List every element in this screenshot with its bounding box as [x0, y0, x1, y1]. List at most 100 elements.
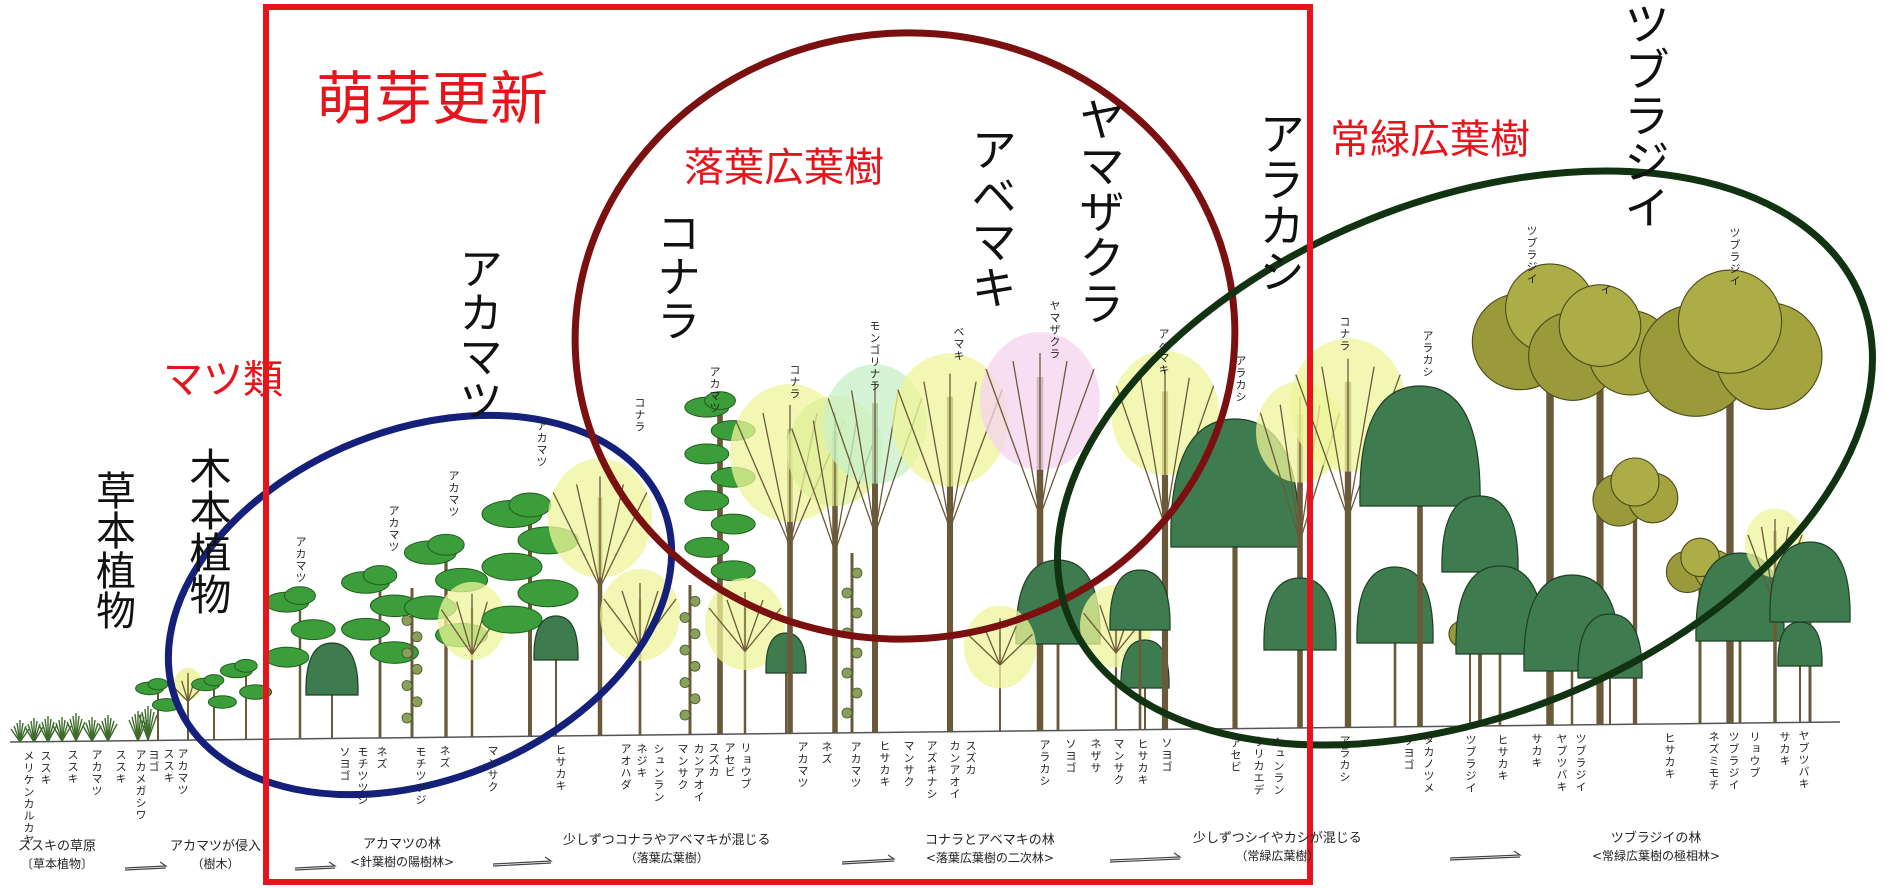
- tree-grass: [52, 717, 72, 742]
- canopy-label: コナラ: [633, 397, 646, 433]
- stage-sub: （落葉広葉樹）: [624, 850, 709, 865]
- stage-caption: ツブラジイの林 <常緑広葉樹の極相林>: [1592, 830, 1720, 864]
- species-label: シュンラン: [652, 743, 665, 803]
- tree-dark: [305, 642, 359, 738]
- stage-main: ツブラジイの林: [1610, 831, 1702, 846]
- canopy-label: アカマツ: [294, 536, 307, 584]
- species-label: アラカシ: [1038, 739, 1051, 787]
- tree-pine: [341, 565, 419, 738]
- tree-pine: [191, 674, 237, 740]
- species-label: ウリカエデ: [1252, 736, 1265, 796]
- stage-sub: （樹木）: [191, 856, 240, 871]
- tree-olive: [1639, 269, 1823, 723]
- ground-line: [9, 721, 1841, 743]
- canopy-label: モンゴリナラ: [868, 320, 881, 392]
- stage-caption: アカマツの林 <針葉樹の陽樹林>: [350, 836, 454, 870]
- canopy-label: アラカシ: [1234, 355, 1247, 403]
- evergreen-group-label: 常緑広葉樹: [1330, 117, 1530, 163]
- species-label: ツブラジイ: [1727, 731, 1740, 791]
- pine-group-ellipse: [164, 411, 676, 799]
- tree-dark: [533, 615, 579, 736]
- species-label: サカキ: [1778, 731, 1791, 767]
- stage-caption: アカマツが侵入 （樹木）: [170, 838, 261, 872]
- tree-grass: [66, 713, 86, 742]
- arrow-1: [124, 861, 168, 871]
- tree-bare: [600, 569, 680, 735]
- species-label: ヒサカキ: [554, 744, 567, 792]
- tree-stick: [841, 553, 863, 733]
- species-label: カンアオイ: [692, 743, 705, 803]
- species-label: シュンラン: [1272, 736, 1285, 796]
- canopy-label: アベマキ: [1157, 328, 1170, 376]
- species-label: アズキナシ: [925, 740, 938, 800]
- tree-dark: [1356, 566, 1434, 727]
- arrow-3: [492, 856, 553, 867]
- canopy-label: ツブラジイ: [1525, 225, 1538, 285]
- canopy-label: イ: [1599, 284, 1612, 296]
- stage-main: アカマツの林: [363, 837, 442, 852]
- konara-big-label: コナラ: [649, 210, 700, 342]
- species-label: アカマツ: [796, 741, 809, 789]
- species-label: カンアオイ: [948, 740, 961, 800]
- tree-grass: [98, 715, 118, 742]
- species-label: ネズ: [820, 741, 833, 765]
- species-label: ススキ: [39, 750, 52, 786]
- canopy-label: ヤマザクラ: [1048, 300, 1061, 360]
- species-label: ネズミモチ: [1707, 731, 1720, 791]
- species-label: スズカ: [707, 742, 720, 778]
- species-label: アオハダ: [619, 743, 632, 791]
- tree-dark: [765, 632, 807, 733]
- stage-main: 少しずつシイやカシが混じる: [1193, 831, 1362, 846]
- herbaceous-label: 草本植物: [89, 470, 135, 630]
- species-label: マンサク: [902, 740, 915, 788]
- species-label: アカマツ: [90, 749, 103, 797]
- stage-sub: （常緑広葉樹）: [1235, 848, 1320, 863]
- tree-dark: [1109, 569, 1171, 730]
- stage-caption: コナラとアベマキの林 <落葉広葉樹の二次林>: [925, 832, 1055, 866]
- abemaki-big-label: アベマキ: [964, 126, 1018, 310]
- species-label: ヤブツバキ: [1797, 730, 1810, 790]
- deciduous-group-ellipse: [571, 29, 1239, 643]
- tree-bare: [548, 458, 652, 736]
- stage-main: アカマツが侵入: [170, 839, 262, 854]
- tree-bare: [892, 353, 1008, 732]
- species-label: アカマツ: [849, 741, 862, 789]
- tree-olive: [1592, 457, 1679, 724]
- tree-grass: [38, 716, 58, 743]
- species-label: リョウブ: [739, 742, 752, 790]
- arrow-5: [1109, 852, 1182, 863]
- tree-bare: [980, 332, 1100, 731]
- evergreen-group-ellipse: [1054, 167, 1876, 749]
- species-label: ネザサ: [1089, 738, 1102, 774]
- species-label: ヒサカキ: [878, 740, 891, 788]
- tree-dark: [1695, 552, 1785, 723]
- species-label: ソヨゴ: [1402, 735, 1415, 771]
- stage-caption: 少しずつシイやカシが混じる （常緑広葉樹）: [1193, 830, 1362, 864]
- tree-dark: [1769, 541, 1851, 722]
- species-label: ヒサカキ: [1496, 734, 1509, 782]
- species-label: ススキ: [66, 749, 79, 785]
- canopy-label: アカマツ: [387, 505, 400, 553]
- canopy-label: アカマツ: [447, 470, 460, 518]
- species-label: ネジキ: [635, 743, 648, 779]
- tree-bare: [438, 581, 506, 737]
- deciduous-group-label: 落葉広葉樹: [684, 145, 884, 191]
- species-label: アカマツ: [176, 748, 189, 796]
- tree-stick: [679, 585, 701, 735]
- arakashi-big-label: アラカシ: [1252, 110, 1306, 294]
- species-label: ススキ: [162, 748, 175, 784]
- stage-sub: <常緑広葉樹の極相林>: [1592, 848, 1721, 863]
- species-label: タカノツメ: [1422, 734, 1435, 794]
- species-label: ヒサカキ: [1663, 732, 1676, 780]
- stage-arrows: [124, 850, 1522, 871]
- stage-main: 少しずつコナラやアベマキが混じる: [563, 833, 771, 848]
- species-label: ススキ: [114, 749, 127, 785]
- stage-sub: <針葉樹の陽樹林>: [350, 854, 455, 869]
- species-label: アカメガシワ: [134, 749, 147, 821]
- pine-group-label: マツ類: [163, 357, 283, 403]
- species-label: アセビ: [1229, 737, 1242, 773]
- tree-pine: [481, 492, 579, 736]
- species-label: サカキ: [1530, 733, 1543, 769]
- species-label: アセビ: [723, 742, 736, 778]
